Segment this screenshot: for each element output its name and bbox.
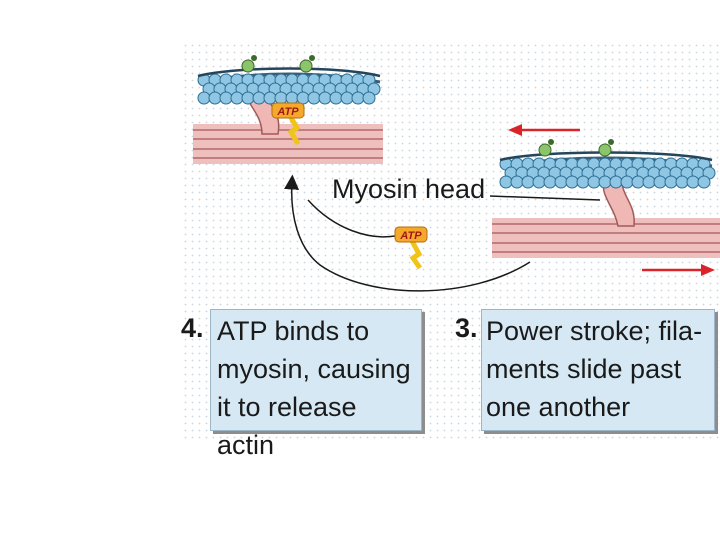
- actin-bead: [263, 91, 277, 105]
- troponin-complex: [299, 59, 313, 73]
- actin-bead: [296, 91, 310, 105]
- actin-bead: [329, 91, 343, 105]
- actin-bead: [208, 91, 222, 105]
- actin-bead: [499, 175, 513, 189]
- actin-bead: [686, 175, 700, 189]
- actin-bead: [230, 91, 244, 105]
- actin-thin-filament-left: [197, 55, 381, 105]
- actin-bead: [631, 175, 645, 189]
- arrow-actin-slide-left: [508, 124, 580, 136]
- step-3-caption-box: Power stroke; fila- ments slide past one…: [481, 309, 715, 431]
- actin-bead: [543, 175, 557, 189]
- actin-bead: [318, 91, 332, 105]
- actin-bead: [510, 175, 524, 189]
- actin-bead: [554, 175, 568, 189]
- actin-bead: [274, 91, 288, 105]
- troponin-complex: [309, 55, 315, 61]
- troponin-complex: [598, 143, 612, 157]
- atp-molecule-free: ATP: [394, 226, 428, 270]
- actin-bead: [340, 91, 354, 105]
- actin-bead: [219, 91, 233, 105]
- actin-bead: [197, 91, 211, 105]
- actin-bead: [565, 175, 579, 189]
- actin-bead: [598, 175, 612, 189]
- actin-bead: [642, 175, 656, 189]
- actin-bead: [241, 91, 255, 105]
- actin-bead: [285, 91, 299, 105]
- actin-bead: [620, 175, 634, 189]
- actin-bead: [587, 175, 601, 189]
- step-3-caption-text: Power stroke; fila- ments slide past one…: [486, 316, 703, 422]
- cycle-arrow-outer: [284, 174, 531, 292]
- myosin-thick-filament-left: [193, 124, 383, 164]
- actin-bead: [362, 91, 376, 105]
- step-4-number: 4.: [181, 313, 204, 343]
- actin-bead: [653, 175, 667, 189]
- actin-bead: [609, 175, 623, 189]
- panel-step3-illustration: [492, 124, 720, 276]
- troponin-complex: [251, 55, 257, 61]
- actin-bead: [521, 175, 535, 189]
- panel-step4-illustration: ATP: [193, 55, 383, 164]
- actin-bead: [697, 175, 711, 189]
- step-3-number: 3.: [455, 313, 478, 343]
- actin-thin-filament-right: [499, 139, 716, 189]
- troponin-complex: [548, 139, 554, 145]
- svg-text:ATP: ATP: [399, 230, 422, 242]
- atp-molecule-bound: ATP: [271, 102, 305, 146]
- arrow-myosin-slide-right: [642, 264, 715, 276]
- actin-bead: [532, 175, 546, 189]
- actin-bead: [675, 175, 689, 189]
- troponin-complex: [608, 139, 614, 145]
- actin-bead: [307, 91, 321, 105]
- actin-bead: [252, 91, 266, 105]
- step-4-caption-text: ATP binds to myosin, causing it to relea…: [217, 316, 411, 460]
- myosin-head-leader-line: [489, 195, 601, 201]
- myosin-head-label: Myosin head: [332, 174, 486, 204]
- step-4-caption-box: ATP binds to myosin, causing it to relea…: [210, 309, 422, 460]
- tropomyosin-strand: [197, 67, 381, 78]
- actin-bead: [664, 175, 678, 189]
- actin-bead: [351, 91, 365, 105]
- troponin-complex: [241, 59, 255, 73]
- troponin-complex: [538, 143, 552, 157]
- cycle-arrow-inner: [307, 199, 396, 238]
- myosin-thick-filament-right: [492, 218, 720, 258]
- svg-text:ATP: ATP: [276, 106, 299, 118]
- actin-bead: [576, 175, 590, 189]
